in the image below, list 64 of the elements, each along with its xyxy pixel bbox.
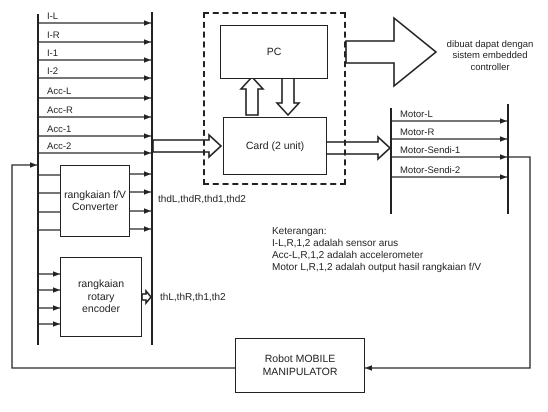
note-text: Acc-L,R,1,2 adalah accelerometer [272,250,424,262]
block-arrow [275,76,301,116]
edge-label: I-R [47,30,60,41]
block-arrow [345,16,438,88]
arrow [130,189,151,195]
connector-line [39,229,60,231]
arrow [39,305,60,311]
arrow [392,174,507,180]
box-text: Card (2 unit) [246,140,304,152]
edge-label: Motor-R [400,127,434,138]
dashed-group-box [203,12,346,185]
process-box [235,338,365,393]
box-text: rangkaian f/V Converter [64,188,126,214]
arrow [39,39,151,45]
arrow [39,321,60,327]
arrow [39,150,151,156]
arrow [392,118,507,124]
arrow [39,75,151,81]
edge-label: Acc-1 [47,124,72,135]
process-box [60,165,130,237]
signal-label: thL,thR,th1,th2 [160,292,226,304]
bus-line [507,104,509,214]
arrow [130,208,151,214]
edge-label: Acc-2 [47,141,72,152]
arrow [11,162,235,369]
edge-label: Motor-Sendi-1 [400,145,460,156]
edge-label: I-L [47,11,58,22]
connector-line [39,192,60,194]
note-text: Keterangan: [272,226,328,238]
edge-label: Acc-R [47,105,73,116]
box-text: rangkaian rotary encoder [76,278,126,316]
connector-line [39,211,60,213]
process-box [223,117,327,175]
bus-line [151,12,153,345]
arrow [392,136,507,142]
arrow [39,133,151,139]
signal-label: thdL,thdR,thd1,thd2 [158,194,246,206]
process-box [60,257,142,337]
note-text: I-L,R,1,2 adalah sensor arus [272,238,400,250]
arrow [39,57,151,63]
arrow [39,271,60,277]
annotation-text: dibuat dapat dengan sistem embedded controller [446,38,534,74]
block-arrow [152,133,222,159]
note-text: Motor L,R,1,2 adalah output hasil rangkaian f/V [272,262,482,274]
arrow [39,95,151,101]
arrow [392,154,507,160]
block-arrow [324,135,392,161]
bus-line [390,108,392,214]
edge-label: Acc-L [47,86,72,97]
edge-label: I-2 [47,66,58,77]
arrow [39,114,151,120]
edge-label: Motor-L [400,109,433,120]
process-box [220,25,328,79]
block-arrow [141,288,152,306]
arrow [39,20,151,26]
edge-label: Motor-Sendi-2 [400,165,460,176]
arrow [39,287,60,293]
connector-line [39,174,60,176]
arrow [130,226,151,232]
bus-line [37,14,39,345]
box-text: PC [266,46,282,58]
edge-label: I-1 [47,48,58,59]
arrow [130,171,151,177]
box-text: Robot MOBILE MANIPULATOR [262,353,338,378]
